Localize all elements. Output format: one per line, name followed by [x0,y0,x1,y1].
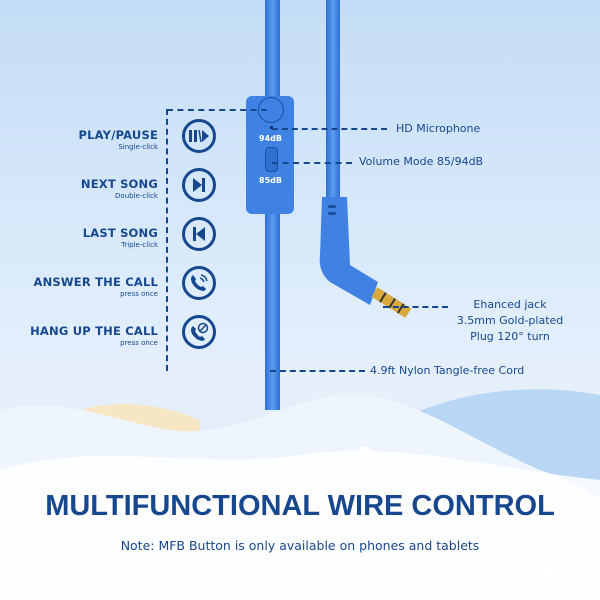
phone-ringing-icon [182,266,216,300]
footnote: Note: MFB Button is only available on ph… [120,538,480,553]
function-subtitle: press once [120,339,158,347]
next-track-icon [182,168,216,202]
jack-label-line2: 3.5mm Gold-plated [456,314,564,327]
volume-low-label: 85dB [259,176,282,185]
cord-label: 4.9ft Nylon Tangle-free Cord [370,364,525,377]
volume-connector [272,162,352,164]
volume-high-label: 94dB [259,134,282,143]
jack-label: Ehanced jack 3.5mm Gold-plated Plug 120°… [440,297,580,345]
cord-connector [270,370,365,372]
mic-label: HD Microphone [396,122,481,135]
function-title: LAST SONG [82,226,158,240]
function-subtitle: press once [120,290,158,298]
jack-label-line3: Plug 120° turn [470,330,550,343]
play-pause-icon [182,119,216,153]
function-connector-vertical [166,109,168,371]
function-subtitle: Single-click [118,143,158,151]
function-title: NEXT SONG [80,177,158,191]
function-title: ANSWER THE CALL [33,275,158,289]
microphone-hole [270,126,273,129]
volume-switch [265,147,278,172]
function-title: HANG UP THE CALL [30,324,158,338]
volume-label: Volume Mode 85/94dB [359,155,484,168]
mic-connector [272,128,387,130]
headline: MULTIFUNCTIONAL WIRE CONTROL [45,490,555,522]
function-connector [167,109,267,111]
phone-blocked-icon [182,315,216,349]
function-subtitle: Double-click [115,192,158,200]
function-subtitle: Triple-click [121,241,158,249]
jack-label-line1: Ehanced jack [473,298,547,311]
jack-connector [383,306,448,308]
previous-track-icon [182,217,216,251]
function-title: PLAY/PAUSE [78,128,158,142]
